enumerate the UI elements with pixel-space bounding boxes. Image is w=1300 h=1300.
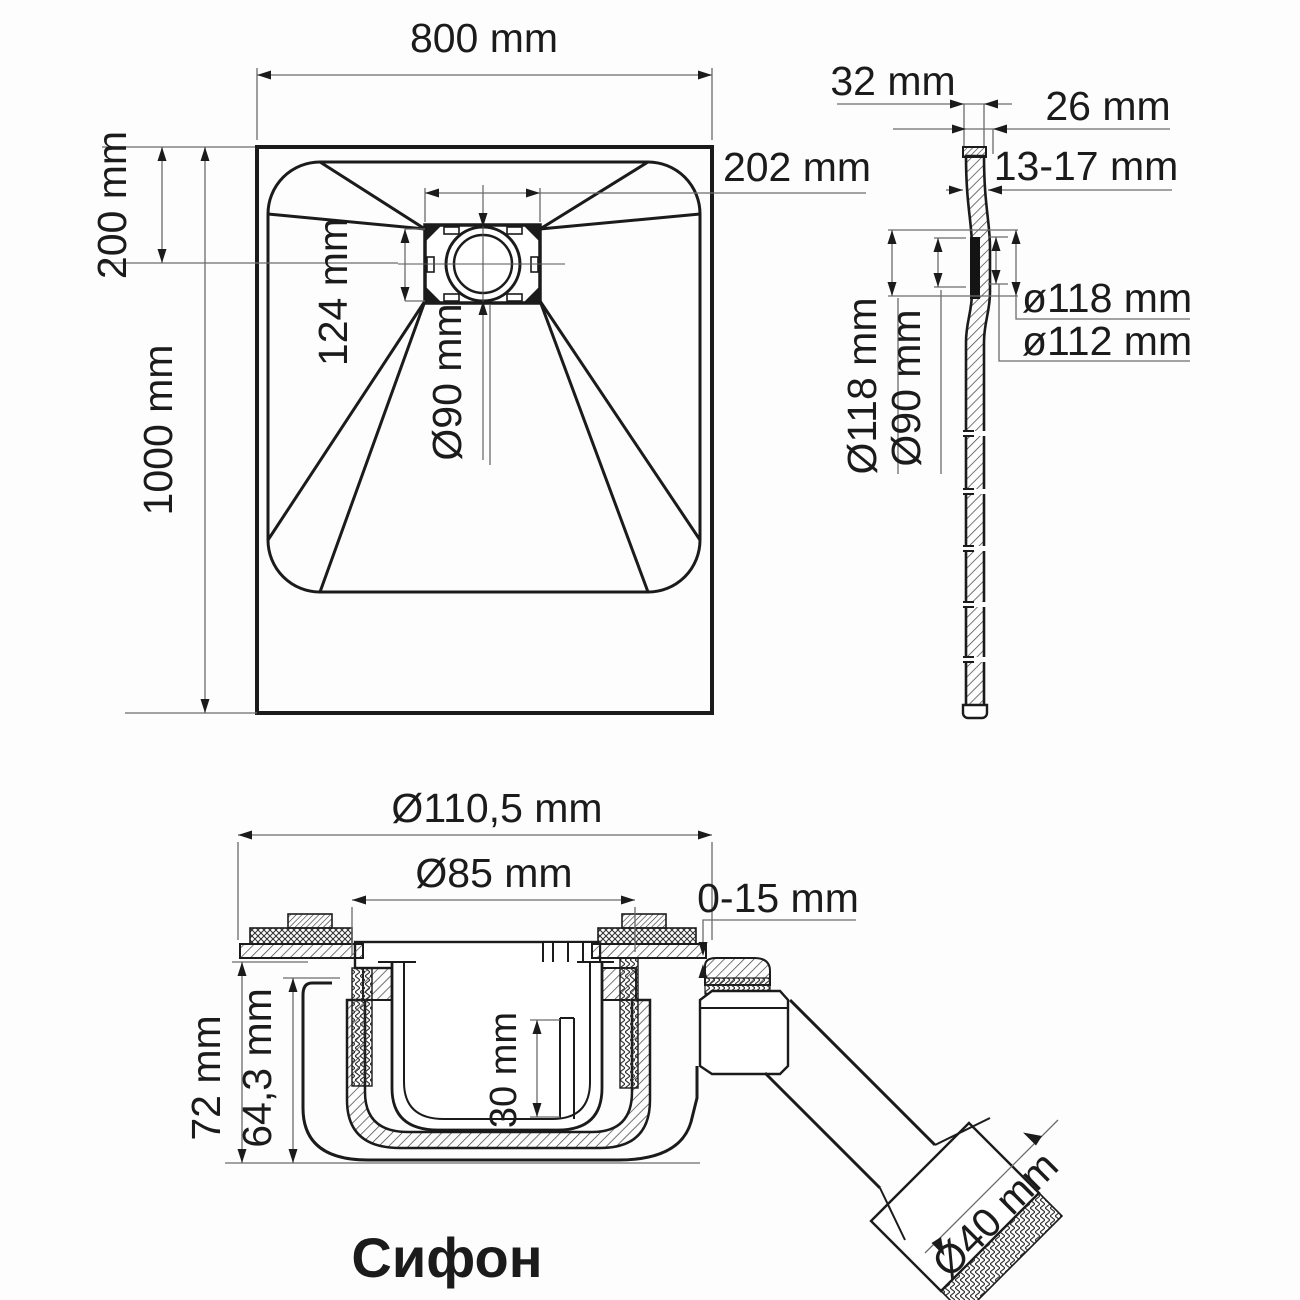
profile-joints xyxy=(962,430,989,663)
tray-outline xyxy=(255,145,714,715)
elbow-end-thread xyxy=(939,1191,1064,1300)
dim-label-1000: 1000 mm xyxy=(135,345,181,516)
trap-cup xyxy=(378,961,614,1132)
slope-lines xyxy=(266,160,702,593)
tray-floor xyxy=(266,160,702,594)
dim-label-64-3: 64,3 mm xyxy=(234,988,280,1148)
dim-label-202: 202 mm xyxy=(723,144,871,190)
clamp-screw-right xyxy=(619,957,639,1089)
dim-label-30: 30 mm xyxy=(483,1012,525,1128)
dim-d85: Ø85 mm xyxy=(351,850,636,955)
dim-30: 30 mm xyxy=(483,1012,560,1128)
dim-label-13-17: 13-17 mm xyxy=(994,143,1179,189)
siphon-body-wall xyxy=(345,998,652,1150)
union-nut xyxy=(698,989,790,1076)
dim-label-d90-plan: Ø90 mm xyxy=(424,303,470,460)
dim-label-72: 72 mm xyxy=(183,1015,229,1140)
dim-124: 124 mm xyxy=(310,218,425,366)
dim-label-32: 32 mm xyxy=(830,58,955,104)
dim-label-26: 26 mm xyxy=(1045,83,1170,129)
siphon-view: Ø110,5 mm Ø85 mm 0-15 mm 72 mm xyxy=(183,785,1067,1300)
dim-72: 72 mm xyxy=(183,961,308,1163)
dim-label-124: 124 mm xyxy=(310,218,356,366)
dim-26: 26 mm xyxy=(893,83,1171,154)
dim-label-d112-right: ø112 mm xyxy=(1022,318,1192,364)
drain-boss-section xyxy=(970,237,980,299)
tray-sheet-left xyxy=(239,913,364,959)
outlet-elbow xyxy=(698,957,1064,1300)
dim-label-800: 800 mm xyxy=(410,15,558,61)
dim-diameters: Ø118 mm Ø90 mm ø118 mm ø112 mm xyxy=(839,229,1192,475)
dim-202: 202 mm xyxy=(424,144,871,222)
dim-64-3: 64,3 mm xyxy=(234,977,340,1163)
tray-sheet-right xyxy=(591,913,707,959)
dim-200: 200 mm xyxy=(89,131,398,279)
side-view: 32 mm 26 mm 13-17 mm xyxy=(830,58,1192,720)
siphon-caption: Сифон xyxy=(351,1226,542,1289)
clamp-screw-left xyxy=(351,967,373,1087)
siphon-housing xyxy=(301,981,699,1162)
dim-label-200: 200 mm xyxy=(89,131,135,279)
dim-1000: 1000 mm xyxy=(125,147,257,714)
dim-label-d85: Ø85 mm xyxy=(415,850,572,896)
dim-label-d110-5: Ø110,5 mm xyxy=(391,785,602,831)
plan-view: 800 mm 200 mm 1000 mm 202 mm xyxy=(89,15,871,715)
dim-label-d90-side: Ø90 mm xyxy=(883,309,929,466)
profile-top-cap xyxy=(962,146,987,158)
dim-13-17: 13-17 mm xyxy=(946,143,1178,195)
dim-label-d118-right: ø118 mm xyxy=(1022,275,1192,321)
dim-label-0-15: 0-15 mm xyxy=(697,875,859,921)
dim-32: 32 mm xyxy=(830,58,1012,146)
dim-d110-5: Ø110,5 mm xyxy=(237,785,713,940)
profile-bottom-cap xyxy=(961,703,989,720)
dim-0-15: 0-15 mm xyxy=(697,875,859,978)
dim-label-d118-left: Ø118 mm xyxy=(839,298,885,475)
dim-800: 800 mm xyxy=(256,15,713,140)
